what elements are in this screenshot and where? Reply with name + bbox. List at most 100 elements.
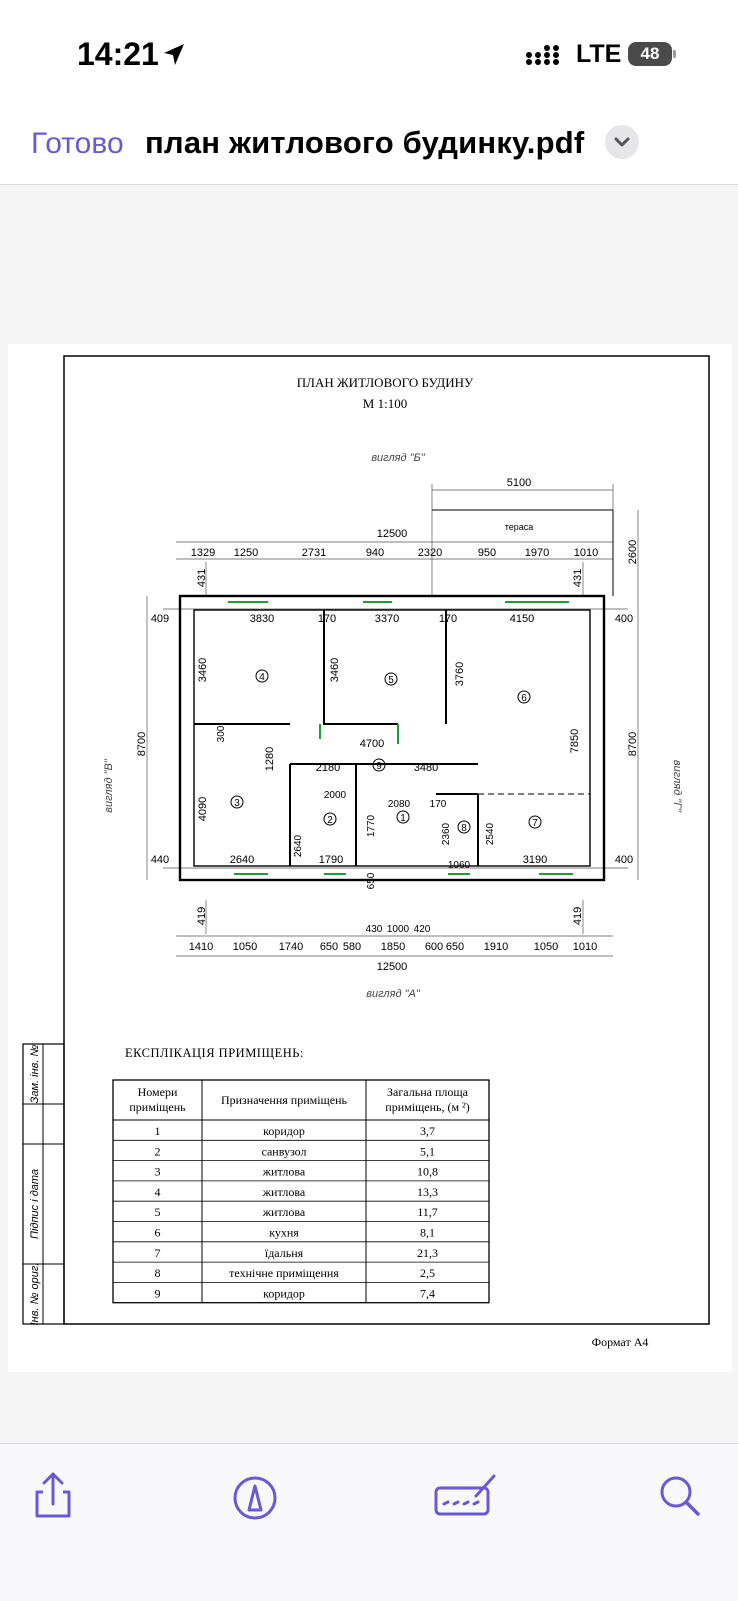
dim-top-4: 2320 [418,547,442,559]
signature-button[interactable] [432,1466,496,1526]
dim-bot-10: 1010 [573,941,597,953]
dim-top-1: 1250 [234,547,258,559]
dim-300: 300 [216,725,227,742]
dim-left-total: 8700 [136,732,148,756]
title-menu-button[interactable] [605,125,639,159]
share-button[interactable] [23,1466,83,1526]
dim-2540: 2540 [485,822,496,845]
dim-bot-0: 1410 [189,941,213,953]
bottom-toolbar [0,1443,738,1601]
walls [178,594,606,882]
battery-icon [628,42,672,66]
dim-3460a: 3460 [197,658,209,682]
table-border [112,1079,490,1304]
dim-170b: 170 [439,613,457,625]
dim-bot-4: 580 [343,941,361,953]
dim-terrace-w: 5100 [507,477,531,489]
dim-440: 440 [151,854,169,866]
room-8: 8 [461,823,467,834]
dim-7850: 7850 [569,729,581,753]
dim-bot-8: 1910 [484,941,508,953]
table-cell-area: 8,1 [420,1226,435,1240]
document-title[interactable]: план житлового будинку.pdf [145,125,585,160]
battery-tip [673,50,676,58]
dim-419-r: 419 [572,907,584,925]
dim-1060: 1060 [448,860,471,871]
dim-door-0: 430 [366,924,383,935]
table-cell-area: 11,7 [417,1205,438,1219]
dimension-texts: 5100 тераса 2600 12500 1329 1250 2731 9 4… [136,477,639,973]
signal-bars-icon [526,45,559,65]
dim-bot-3: 650 [320,941,338,953]
dim-1280: 1280 [264,747,276,771]
view-a-label: вигляд "А" [366,988,421,1000]
dim-650: 650 [366,872,377,889]
search-icon [660,1476,700,1516]
dim-bot-1: 1050 [233,941,257,953]
markup-button[interactable] [225,1466,285,1526]
table-cell-area: 10,8 [417,1165,438,1179]
dim-right-total: 8700 [627,732,639,756]
view-g-label: вигляд "Г" [671,760,683,813]
floor-plan-drawing: Інв. № ориг. Підпис і дата Зам. інв. № П… [22,355,710,1349]
nav-bar: Готово план житлового будинку.pdf [0,110,738,185]
dim-3460b: 3460 [329,658,341,682]
table-cell-purpose: житлова [262,1165,306,1179]
room-2: 2 [327,815,333,826]
table-cell-purpose: кухня [269,1226,299,1240]
pdf-page[interactable]: Інв. № ориг. Підпис і дата Зам. інв. № П… [8,344,732,1372]
dim-top-7: 1010 [574,547,598,559]
windows [228,601,573,875]
dim-top-6: 1970 [525,547,549,559]
dim-2000: 2000 [324,790,347,801]
stamp-sign: Підпис і дата [29,1169,41,1239]
table-cell-number: 6 [155,1226,161,1240]
table-cell-purpose: коридор [263,1124,305,1138]
table-cell-number: 8 [155,1266,161,1280]
col-header-purpose: Призначення приміщень [221,1093,348,1107]
table-cell-number: 3 [155,1165,161,1179]
search-button[interactable] [652,1466,712,1526]
table-cell-area: 21,3 [417,1246,438,1260]
dim-door-2: 420 [414,924,431,935]
table-cell-number: 5 [155,1205,161,1219]
view-v-label: вигляд "В" [103,758,115,813]
table-cell-number: 7 [155,1246,161,1260]
terrace-label: тераса [505,522,534,532]
dim-170c: 170 [430,799,447,810]
dim-door-1: 1000 [387,924,410,935]
done-button[interactable]: Готово [31,127,124,160]
dim-2180: 2180 [316,762,340,774]
status-bar: 14:21 LTE 48 [0,0,738,100]
table-cell-number: 2 [155,1144,161,1158]
col-header-number-2: приміщень [129,1100,186,1114]
dim-431-l: 431 [196,569,208,587]
col-header-area-1: Загальна площа [387,1085,469,1099]
room-7: 7 [532,818,538,829]
col-header-area-2: приміщень, (м ²) [385,1100,469,1114]
dim-bottom-total: 12500 [377,961,408,973]
dim-1770: 1770 [366,814,377,837]
share-icon [35,1472,71,1518]
table-cell-number: 9 [155,1286,161,1300]
room-1: 1 [400,813,406,824]
status-time: 14:21 [77,36,159,72]
room-4: 4 [259,672,265,683]
room-9: 9 [376,761,382,772]
table-cell-purpose: технічне приміщення [229,1266,339,1280]
dim-terrace-h: 2600 [627,540,639,564]
dim-2640v: 2640 [293,834,304,857]
battery-level: 48 [640,44,660,63]
dim-3370: 3370 [375,613,399,625]
dim-2360: 2360 [441,822,452,845]
dim-top-0: 1329 [191,547,215,559]
table-cell-area: 5,1 [420,1144,435,1158]
table-cell-area: 2,5 [420,1266,435,1280]
plan-scale: М 1:100 [363,396,407,411]
dim-400-top: 400 [615,613,633,625]
dim-top-2: 2731 [302,547,326,559]
dim-1790: 1790 [319,854,343,866]
dim-3480: 3480 [414,762,438,774]
table-cell-purpose: коридор [263,1286,305,1300]
